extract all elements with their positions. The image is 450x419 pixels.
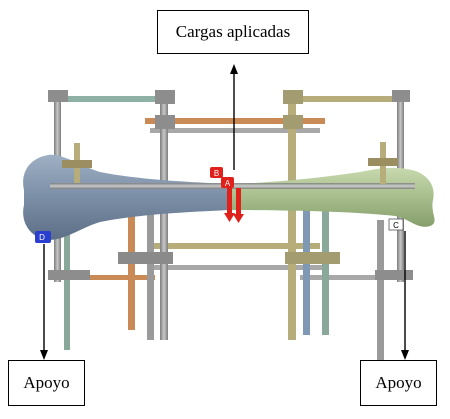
pin-rod-green	[322, 200, 329, 335]
rod-lower-cross	[150, 243, 320, 249]
pin-clamp-top-left	[62, 160, 92, 168]
support-marker-d-group: D	[35, 231, 51, 243]
back-rods	[50, 96, 410, 280]
clamp	[392, 90, 410, 102]
support-marker-c-group: C	[388, 218, 404, 231]
rod-top-left	[50, 96, 170, 102]
pin-rod-orange	[128, 210, 135, 330]
rod-lower-cross-gray	[150, 265, 325, 270]
rod-top-right	[290, 96, 410, 102]
clamp	[155, 90, 175, 104]
clamps	[48, 90, 413, 280]
load-vector-b	[236, 188, 241, 216]
rod-upper-cross	[145, 118, 325, 124]
rod-bottom-left	[55, 275, 155, 280]
load-marker-a	[221, 177, 234, 188]
clamp-block-right	[285, 252, 340, 264]
clamp	[375, 270, 413, 280]
bone-pins	[62, 142, 398, 184]
bone-left-segment	[23, 154, 230, 240]
frame-rod-center-left	[160, 92, 168, 340]
label-apoyo-left: Apoyo	[8, 360, 85, 406]
support-marker-c	[388, 218, 404, 231]
support-marker-d-label: D	[39, 233, 45, 242]
support-arrow-right-head	[401, 350, 409, 360]
clamp	[48, 270, 90, 280]
pin-clamp-top-right	[368, 158, 398, 166]
load-vector-a-head	[224, 213, 235, 222]
label-cargas-aplicadas: Cargas aplicadas	[157, 10, 309, 54]
load-arrowhead	[230, 64, 238, 74]
load-vector-b-head	[233, 214, 244, 223]
clamp	[283, 90, 303, 104]
rod-upper-cross-gray	[150, 128, 320, 133]
clamp	[48, 90, 68, 102]
support-arrow-left-head	[40, 350, 48, 360]
bone-right-segment	[230, 167, 435, 227]
clamp	[155, 115, 175, 129]
clamp-block-left	[118, 252, 173, 264]
load-vector-a	[227, 185, 232, 215]
rod-bottom-right	[300, 275, 410, 280]
load-marker-b	[210, 167, 223, 178]
pin-rod-center-left	[147, 210, 154, 340]
clamp	[283, 115, 303, 129]
label-apoyo-right: Apoyo	[360, 360, 437, 406]
pin-rod-blue	[303, 200, 310, 335]
support-marker-c-label: C	[393, 221, 399, 230]
load-markers: B A	[210, 167, 244, 223]
load-marker-b-label: B	[214, 169, 219, 178]
pin-rod-right	[377, 220, 384, 360]
load-marker-a-label: A	[225, 179, 231, 188]
support-marker-d	[35, 231, 51, 243]
frame-rod-center-right	[288, 92, 296, 340]
